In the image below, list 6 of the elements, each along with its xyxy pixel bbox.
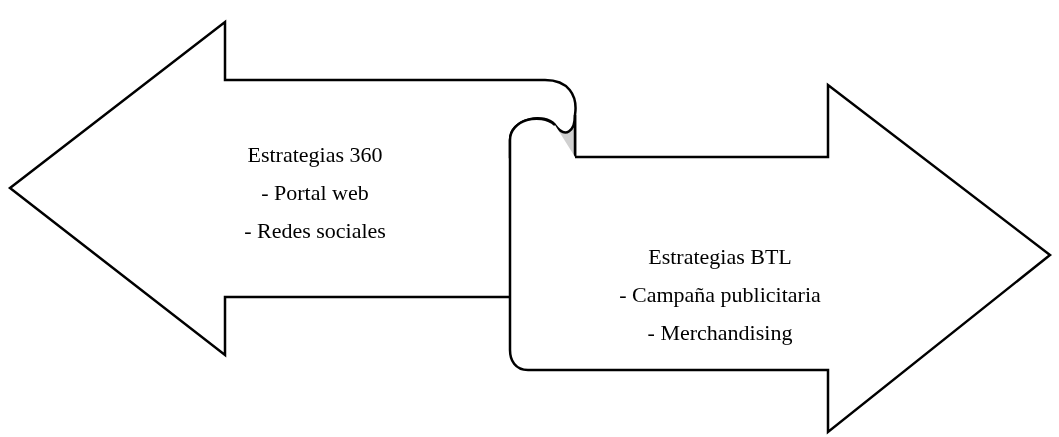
list-item-text: - Portal web (261, 179, 369, 207)
heading-text: Estrategias BTL (648, 243, 792, 271)
list-item-text: - Redes sociales (244, 217, 386, 245)
list-item-text: - Campaña publicitaria (619, 281, 821, 309)
heading-text: Estrategias 360 (247, 141, 383, 169)
list-item-text: - Merchandising (647, 319, 793, 347)
